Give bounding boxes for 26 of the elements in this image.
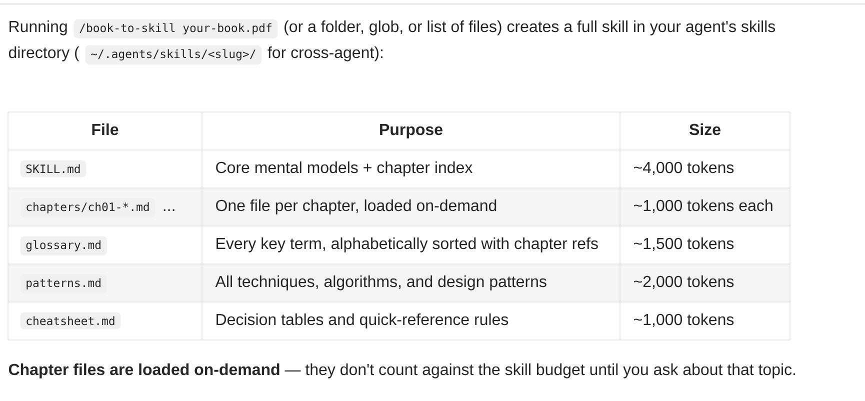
paragraph-text: directory ( <box>8 46 80 62</box>
table-cell-text: One file per chapter, loaded on-demand <box>216 199 496 214</box>
paragraph-text: (or a folder, glob, or list of files) creates a full skill in your agent's skills <box>284 20 776 36</box>
inline-code: SKILL.md <box>20 160 86 178</box>
ellipsis-text: ... <box>164 209 174 211</box>
table-cell-text: Every key term, alphabetically sorted with chapter refs <box>216 237 598 252</box>
table-cell-text: ~1,000 tokens <box>634 313 734 328</box>
table-cell-text: ~2,000 tokens <box>634 275 734 290</box>
inline-code: patterns.md <box>20 274 107 294</box>
paragraph-text: for cross-agent): <box>268 46 382 62</box>
column-header: Purpose <box>380 124 442 138</box>
inline-code: chapters/ch01-*.md <box>20 198 156 218</box>
paragraph-text: Running <box>10 20 67 36</box>
inline-code: ~/.agents/skills/<slug>/ <box>85 45 262 64</box>
note-text: Chapter files are loaded on-demand — they don't count against the skill budget until you ask about that topic. <box>8 363 796 378</box>
column-header: Size <box>689 123 720 136</box>
table-cell-text: ~4,000 tokens <box>634 161 734 176</box>
inline-code: cheatsheet.md <box>20 312 121 330</box>
table-cell-text: Core mental models + chapter index <box>216 161 472 176</box>
table-cell-text: ~1,000 tokens each <box>634 199 772 214</box>
table-cell-text: ~1,500 tokens <box>634 237 734 252</box>
table-cell-text: Decision tables and quick-reference rules <box>216 313 508 328</box>
table-cell-text: All techniques, algorithms, and design patterns <box>215 275 546 290</box>
inline-code: /book-to-skill your-book.pdf <box>74 19 278 38</box>
column-header: File <box>92 123 118 136</box>
inline-code: glossary.md <box>20 236 107 256</box>
